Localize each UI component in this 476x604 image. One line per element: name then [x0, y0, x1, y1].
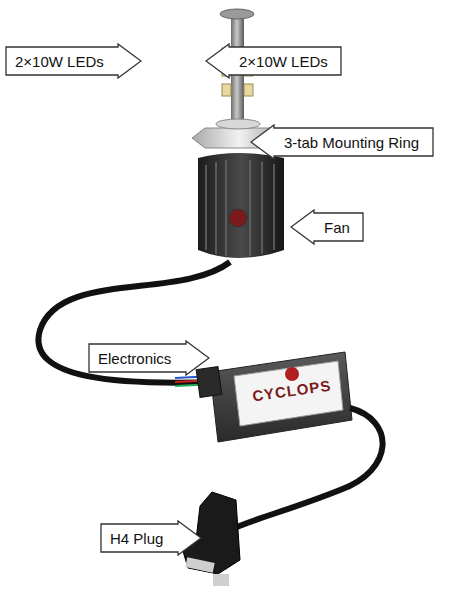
callout-text: Fan: [324, 219, 350, 236]
callout-arrow: 2×10W LEDs: [205, 43, 342, 79]
callout-arrow: Electronics: [88, 340, 210, 376]
callout-arrow: 3-tab Mounting Ring: [250, 124, 434, 160]
stem-cap: [220, 9, 254, 19]
callout-arrow: Fan: [290, 209, 364, 245]
box-label: [234, 361, 343, 426]
fan-fins: [206, 160, 274, 256]
electronics-box: [210, 352, 352, 442]
cable: [230, 408, 383, 530]
callout-text: 3-tab Mounting Ring: [284, 134, 419, 151]
callout-text: 2×10W LEDs: [15, 53, 104, 70]
callout-text: Electronics: [98, 350, 171, 367]
callout-text: 2×10W LEDs: [239, 53, 328, 70]
fan-housing: [198, 153, 284, 258]
callout-text: H4 Plug: [110, 530, 163, 547]
cable: [38, 262, 230, 383]
callout-arrow: H4 Plug: [100, 520, 202, 556]
callout-arrow: 2×10W LEDs: [5, 43, 142, 79]
